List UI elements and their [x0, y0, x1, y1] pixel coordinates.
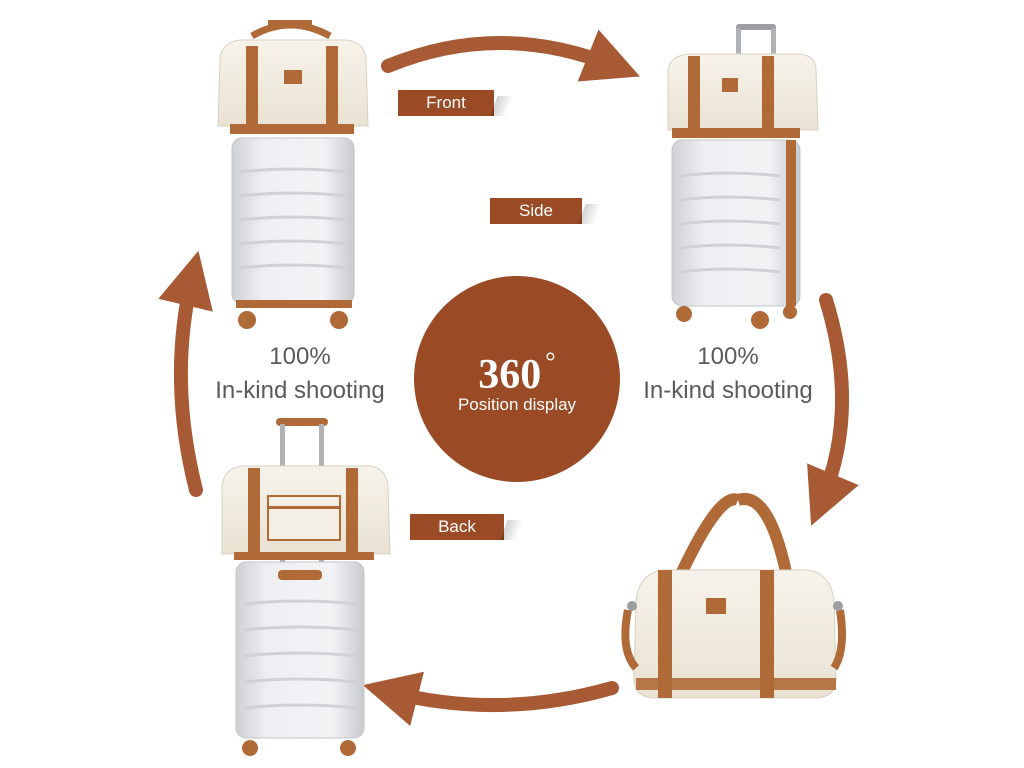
front-view-image: [217, 20, 369, 329]
caption-right-line2: In-kind shooting: [643, 377, 813, 404]
arrow-bottom: [362, 671, 619, 727]
front-label: Front: [398, 90, 514, 116]
arrow-top: [381, 29, 640, 82]
caption-left-line1: 100%: [269, 343, 331, 370]
caption-left: 100% In-kind shooting: [180, 340, 420, 408]
arrow-right: [807, 293, 859, 526]
front-label-text: Front: [426, 93, 466, 112]
side-view-image: [667, 24, 819, 329]
caption-right-line1: 100%: [697, 343, 759, 370]
back-label-text: Back: [438, 517, 476, 536]
arrow-left: [158, 250, 213, 497]
center-360-badge: 360° Position display: [414, 276, 620, 482]
back-view-image: [221, 418, 391, 756]
back-label: Back: [410, 514, 524, 540]
rotation-arrows: [158, 29, 859, 727]
center-degree-heading: 360°: [414, 338, 620, 399]
center-subtitle: Position display: [457, 395, 577, 414]
caption-right: 100% In-kind shooting: [608, 340, 848, 408]
degree-symbol: °: [545, 347, 556, 376]
side-label: Side: [490, 198, 602, 224]
center-number: 360: [478, 352, 542, 398]
side-label-text: Side: [518, 201, 554, 220]
caption-left-line2: In-kind shooting: [215, 377, 385, 404]
duffel-bag-image: [621, 492, 846, 699]
